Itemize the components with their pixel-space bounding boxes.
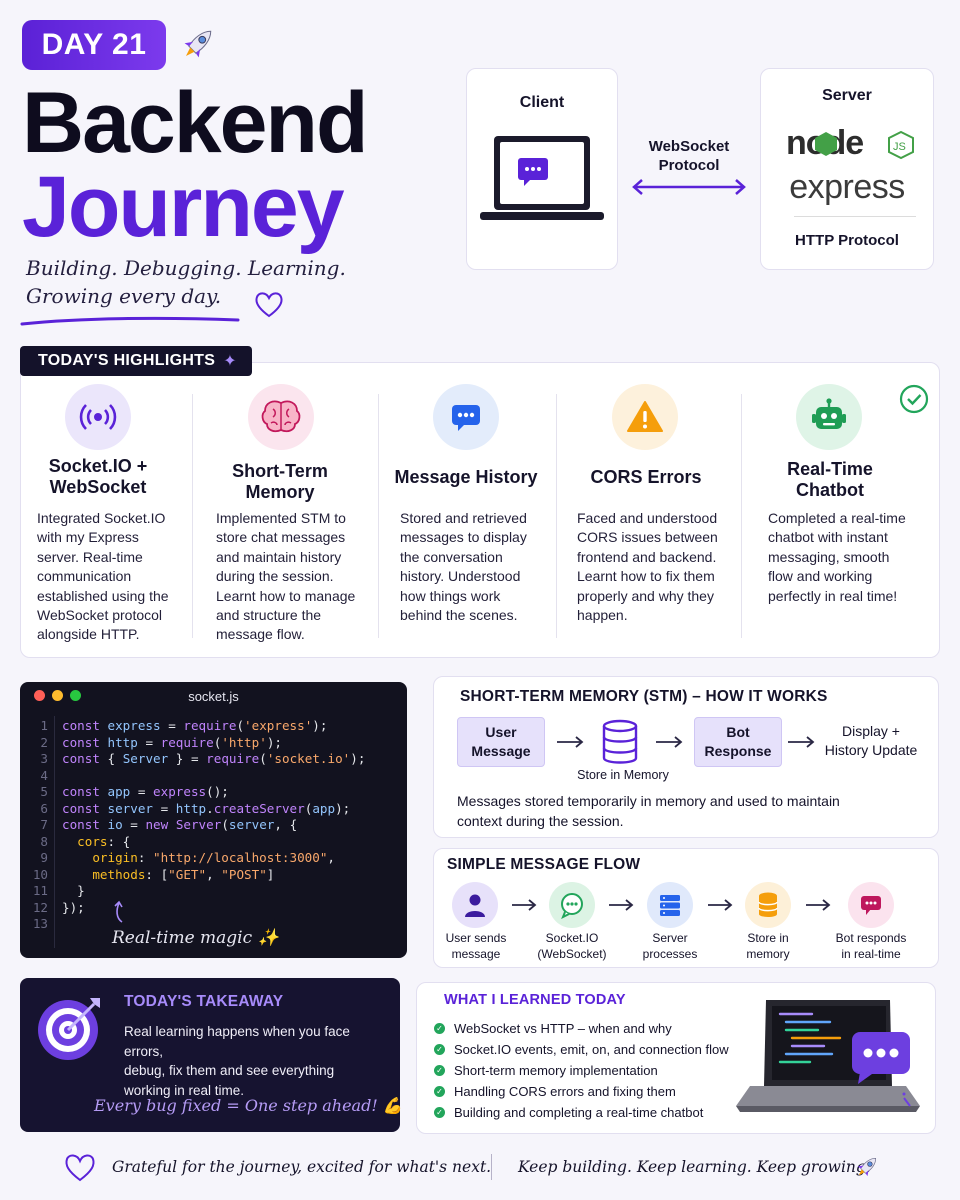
stm-description: Messages stored temporarily in memory an… [457, 793, 840, 829]
window-minimize-dot [52, 690, 63, 701]
check-circle-icon [899, 384, 929, 414]
arrow-right-icon [609, 899, 634, 911]
sparkle-icon: ✦ [223, 353, 237, 370]
code-annotation: Real-time magic ✨ [112, 928, 279, 948]
check-icon: ✓ [434, 1023, 445, 1034]
list-item: ✓Handling CORS errors and fixing them [434, 1081, 729, 1102]
highlights-tag: TODAY'S HIGHLIGHTS✦ [20, 346, 252, 376]
arrow-right-icon [656, 736, 683, 748]
takeaway-body: Real learning happens when you face erro… [124, 1024, 350, 1098]
takeaway-title: TODAY'S TAKEAWAY [124, 993, 284, 1010]
tagline-line1: Building. Debugging. Learning. [26, 256, 346, 280]
warning-icon [612, 384, 678, 450]
check-icon: ✓ [434, 1065, 445, 1076]
laptop-icon [480, 136, 604, 220]
code-editor [20, 682, 407, 958]
arrow-right-icon [708, 899, 733, 911]
column-divider [556, 394, 557, 638]
flow-title: SIMPLE MESSAGE FLOW [447, 856, 641, 873]
arrow-right-icon [557, 736, 584, 748]
learned-list: ✓WebSocket vs HTTP – when and why ✓Socke… [434, 1018, 729, 1123]
http-protocol-label: HTTP Protocol [795, 232, 899, 249]
takeaway-quote: Every bug fixed = One step ahead! 💪 [94, 1096, 403, 1115]
column-divider [378, 394, 379, 638]
day-badge: DAY 21 [22, 20, 166, 70]
laptop-code-illustration [736, 1000, 920, 1112]
rocket-icon [184, 30, 212, 58]
code-gutter [54, 716, 55, 948]
arrow-right-icon [512, 899, 537, 911]
nodejs-logo: node JS [786, 124, 914, 162]
code-filename: socket.js [188, 689, 239, 704]
stm-title: SHORT-TERM MEMORY (STM) – HOW IT WORKS [460, 688, 828, 705]
svg-text:JS: JS [893, 141, 906, 153]
broadcast-icon [65, 384, 131, 450]
user-icon [452, 882, 498, 928]
list-item: ✓Building and completing a real-time cha… [434, 1102, 729, 1123]
footer-right-text: Keep building. Keep learning. Keep growi… [518, 1158, 871, 1176]
learned-title: WHAT I LEARNED TODAY [444, 992, 626, 1008]
footer-left-text: Grateful for the journey, excited for wh… [112, 1158, 492, 1176]
client-title: Client [519, 94, 565, 111]
brain-icon [248, 384, 314, 450]
express-logo: express [789, 168, 905, 206]
rocket-icon [857, 1157, 877, 1177]
heart-icon [255, 292, 283, 318]
server-icon [647, 882, 693, 928]
display-history-label: Display +History Update [824, 723, 918, 758]
highlight-socketio: Socket.IO + WebSocket Integrated Socket.… [28, 384, 190, 642]
flow-step-label: Socket.IO(WebSocket) [537, 931, 607, 961]
window-close-dot [34, 690, 45, 701]
database-icon [602, 719, 638, 764]
check-icon: ✓ [434, 1086, 445, 1097]
bidirectional-arrow-icon [632, 179, 746, 195]
robot-icon [796, 384, 862, 450]
check-icon: ✓ [434, 1044, 445, 1055]
brush-underline [20, 316, 240, 326]
page-title-line2: Journey [22, 159, 345, 255]
websocket-protocol-label: WebSocket Protocol [648, 138, 730, 174]
divider [794, 216, 916, 217]
database-icon [745, 882, 791, 928]
page-title-line1: Backend [22, 75, 368, 171]
heart-icon [65, 1154, 95, 1182]
footer-divider [491, 1154, 492, 1180]
column-divider [741, 394, 742, 638]
list-item: ✓Short-term memory implementation [434, 1060, 729, 1081]
server-card [760, 68, 934, 270]
column-divider [192, 394, 193, 638]
tagline-line2: Growing every day. [26, 284, 222, 308]
socket-chat-icon [549, 882, 595, 928]
list-item: ✓WebSocket vs HTTP – when and why [434, 1018, 729, 1039]
arrow-right-icon [806, 899, 831, 911]
arrow-right-icon [788, 736, 815, 748]
check-icon: ✓ [434, 1107, 445, 1118]
curved-arrow-icon [114, 900, 123, 923]
bot-message-icon [848, 882, 894, 928]
server-title: Server [822, 87, 872, 104]
target-icon [38, 998, 100, 1060]
window-maximize-dot [70, 690, 81, 701]
list-item: ✓Socket.IO events, emit, on, and connect… [434, 1039, 729, 1060]
store-in-memory-label: Store in Memory [577, 768, 669, 782]
chat-bubble-icon [433, 384, 499, 450]
